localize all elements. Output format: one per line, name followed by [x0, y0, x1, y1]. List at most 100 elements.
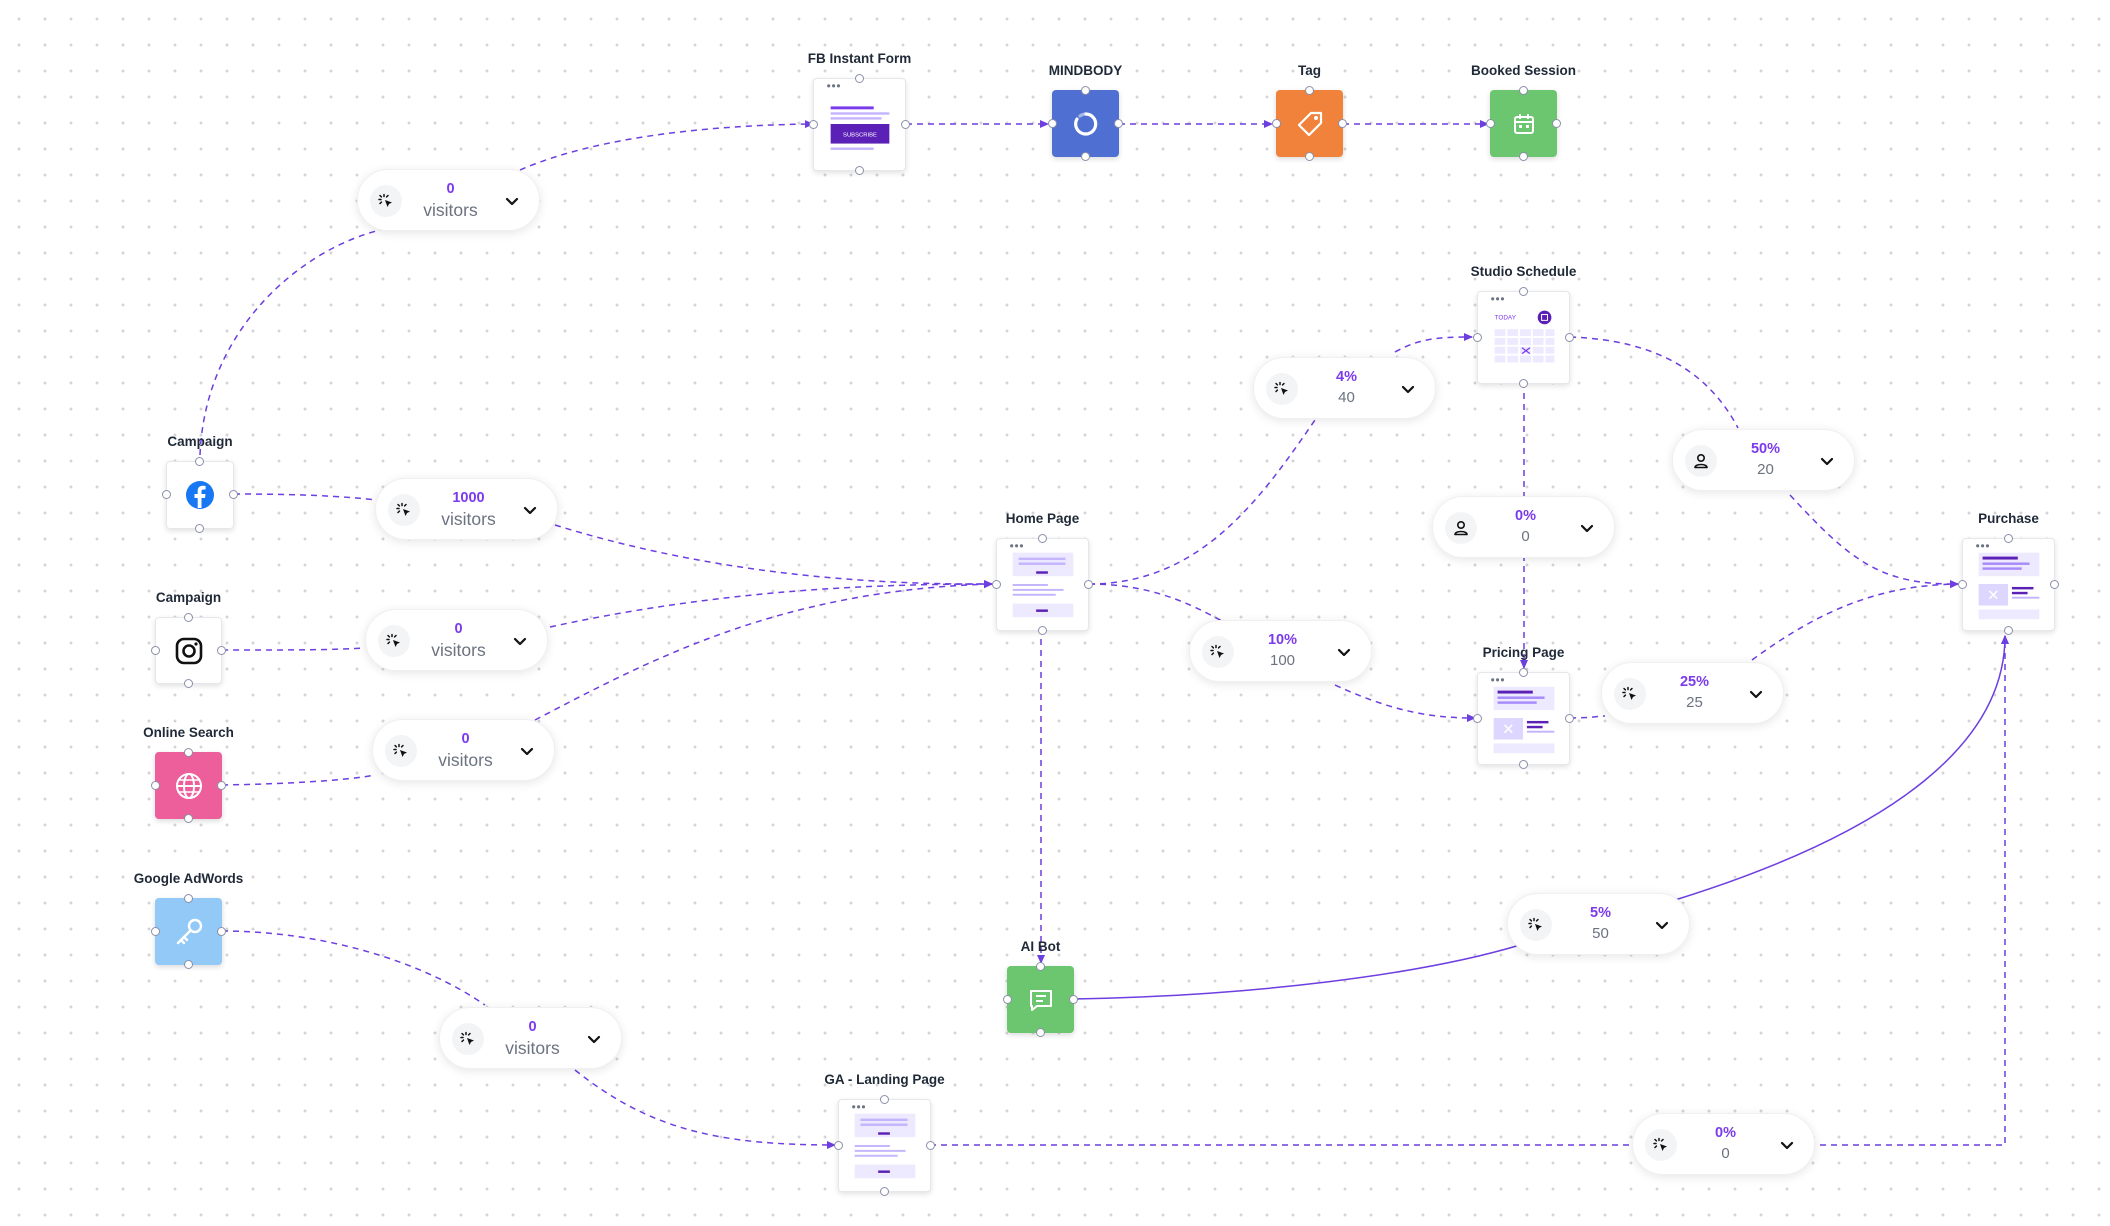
port-bottom[interactable]: [1036, 1028, 1045, 1037]
connector-home-to-pricing[interactable]: 10% 100: [1189, 620, 1372, 682]
port-left[interactable]: [1272, 119, 1281, 128]
port-bottom[interactable]: [880, 1187, 889, 1196]
node-campaign-facebook[interactable]: Campaign: [162, 434, 238, 533]
port-bottom[interactable]: [1038, 626, 1047, 635]
connector-adwords-visitors[interactable]: 0 visitors: [439, 1007, 622, 1069]
node-studio-schedule[interactable]: Studio Schedule TODAY: [1471, 264, 1576, 388]
chevron-down-icon[interactable]: [517, 497, 543, 523]
node-ai-bot[interactable]: AI Bot: [1003, 939, 1078, 1037]
port-top[interactable]: [184, 748, 193, 757]
chevron-down-icon[interactable]: [507, 628, 533, 654]
port-top[interactable]: [184, 613, 193, 622]
port-right[interactable]: [901, 120, 910, 129]
chevron-down-icon[interactable]: [1331, 639, 1357, 665]
port-top[interactable]: [1038, 534, 1047, 543]
node-booked-session[interactable]: Booked Session: [1471, 63, 1576, 161]
chevron-down-icon[interactable]: [499, 188, 525, 214]
node-purchase[interactable]: Purchase: [1958, 511, 2059, 635]
port-left[interactable]: [992, 580, 1001, 589]
port-right[interactable]: [1114, 119, 1123, 128]
port-left[interactable]: [1473, 333, 1482, 342]
port-bottom[interactable]: [1519, 760, 1528, 769]
node-tag[interactable]: Tag: [1272, 63, 1347, 161]
port-left[interactable]: [151, 781, 160, 790]
port-left[interactable]: [809, 120, 818, 129]
chevron-down-icon[interactable]: [1574, 515, 1600, 541]
port-left[interactable]: [151, 927, 160, 936]
port-top[interactable]: [2004, 534, 2013, 543]
port-right[interactable]: [217, 646, 226, 655]
port-top[interactable]: [1519, 287, 1528, 296]
connector-metric: 0: [454, 621, 463, 637]
port-bottom[interactable]: [855, 166, 864, 175]
port-top[interactable]: [1305, 86, 1314, 95]
connector-bot-to-purchase[interactable]: 5% 50: [1507, 893, 1690, 955]
port-right[interactable]: [1084, 580, 1093, 589]
chevron-down-icon[interactable]: [514, 738, 540, 764]
chevron-down-icon[interactable]: [581, 1026, 607, 1052]
chevron-down-icon[interactable]: [1649, 912, 1675, 938]
port-right[interactable]: [229, 490, 238, 499]
port-left[interactable]: [1003, 995, 1012, 1004]
port-top[interactable]: [880, 1095, 889, 1104]
port-right[interactable]: [1565, 714, 1574, 723]
port-left[interactable]: [162, 490, 171, 499]
connector-instagram-visitors[interactable]: 0 visitors: [365, 609, 548, 671]
connector-count: 40: [1338, 389, 1355, 406]
port-left[interactable]: [1048, 119, 1057, 128]
port-right[interactable]: [2050, 580, 2059, 589]
connector-fb-form-visitors[interactable]: 0 visitors: [357, 169, 540, 231]
port-top[interactable]: [1519, 668, 1528, 677]
port-top[interactable]: [195, 457, 204, 466]
connector-schedule-to-purchase[interactable]: 50% 20: [1672, 429, 1855, 491]
node-mindbody[interactable]: MINDBODY: [1048, 63, 1123, 161]
node-home-page[interactable]: Home Page: [992, 511, 1093, 635]
node-ga-landing-page[interactable]: GA - Landing Page: [824, 1072, 945, 1196]
port-bottom[interactable]: [1519, 152, 1528, 161]
port-left[interactable]: [1473, 714, 1482, 723]
port-top[interactable]: [1519, 86, 1528, 95]
port-right[interactable]: [217, 927, 226, 936]
port-bottom[interactable]: [184, 679, 193, 688]
chevron-down-icon[interactable]: [1814, 448, 1840, 474]
port-bottom[interactable]: [184, 960, 193, 969]
connector-pricing-to-purchase[interactable]: 25% 25: [1601, 662, 1784, 724]
connector-home-to-schedule[interactable]: 4% 40: [1253, 357, 1436, 419]
chevron-down-icon[interactable]: [1395, 376, 1421, 402]
chevron-down-icon[interactable]: [1774, 1132, 1800, 1158]
port-top[interactable]: [1081, 86, 1090, 95]
node-pricing-page[interactable]: Pricing Page: [1473, 645, 1574, 769]
connector-schedule-to-pricing[interactable]: 0% 0: [1432, 496, 1615, 558]
connector-metric: 1000: [452, 490, 485, 506]
port-left[interactable]: [834, 1141, 843, 1150]
node-online-search[interactable]: Online Search: [143, 725, 234, 823]
port-right[interactable]: [1552, 119, 1561, 128]
port-bottom[interactable]: [1081, 152, 1090, 161]
node-fb-instant-form[interactable]: FB Instant Form SUBSCRIBE: [808, 51, 911, 175]
port-right[interactable]: [1565, 333, 1574, 342]
port-top[interactable]: [1036, 962, 1045, 971]
port-left[interactable]: [151, 646, 160, 655]
port-top[interactable]: [184, 894, 193, 903]
port-right[interactable]: [926, 1141, 935, 1150]
node-google-adwords[interactable]: Google AdWords: [134, 871, 243, 969]
port-left[interactable]: [1958, 580, 1967, 589]
connector-landing-to-purchase[interactable]: 0% 0: [1632, 1113, 1815, 1175]
node-campaign-instagram[interactable]: Campaign: [151, 590, 226, 688]
connector-search-visitors[interactable]: 0 visitors: [372, 719, 555, 781]
port-bottom[interactable]: [1519, 379, 1528, 388]
port-bottom[interactable]: [2004, 626, 2013, 635]
port-right[interactable]: [1069, 995, 1078, 1004]
edge-instagram-to-home: [221, 584, 992, 651]
port-right[interactable]: [217, 781, 226, 790]
port-bottom[interactable]: [195, 524, 204, 533]
port-left[interactable]: [1486, 119, 1495, 128]
chevron-down-icon[interactable]: [1743, 681, 1769, 707]
connector-facebook-visitors[interactable]: 1000 visitors: [375, 478, 558, 540]
port-bottom[interactable]: [1305, 152, 1314, 161]
form-subscribe-text: SUBSCRIBE: [843, 133, 877, 139]
port-bottom[interactable]: [184, 814, 193, 823]
port-right[interactable]: [1338, 119, 1347, 128]
port-top[interactable]: [855, 74, 864, 83]
